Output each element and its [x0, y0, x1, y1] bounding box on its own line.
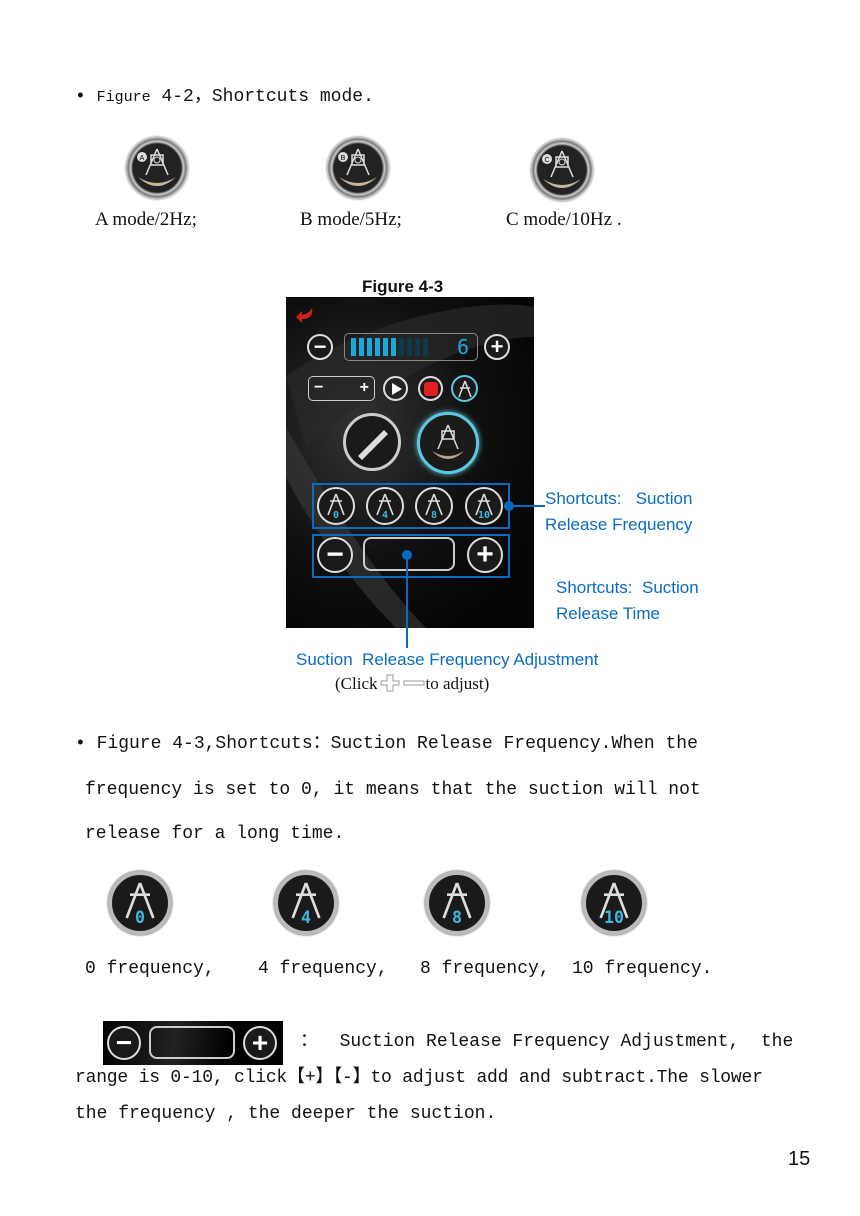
click-hint-prefix: (Click [335, 674, 378, 693]
frequency-shortcut-0-button[interactable]: 00 [317, 487, 355, 525]
caption-prefix: Figure [96, 89, 151, 106]
level-bar [367, 338, 372, 356]
suction-mode-button[interactable] [417, 412, 479, 474]
time-minus[interactable]: − [314, 379, 324, 396]
level-bar [391, 338, 396, 356]
level-display: 6 [344, 333, 478, 361]
level-minus-button[interactable]: − [307, 334, 333, 360]
page-number: 15 [788, 1148, 811, 1170]
play-button[interactable] [383, 376, 408, 401]
frequency-value-field [363, 537, 455, 571]
level-plus-button[interactable]: + [484, 334, 510, 360]
level-bar [407, 338, 412, 356]
svg-text:4: 4 [382, 510, 388, 521]
callout-time-line1: Shortcuts: Suction [556, 578, 699, 597]
time-plus[interactable]: + [359, 379, 369, 396]
level-value: 6 [456, 335, 469, 359]
suction-cup-icon [432, 424, 464, 459]
mode-c-icon: C [531, 139, 593, 201]
stop-button[interactable] [418, 376, 443, 401]
svg-text:B: B [341, 155, 346, 162]
play-icon [391, 382, 402, 395]
level-bar [351, 338, 356, 356]
click-hint-suffix: to adjust) [425, 674, 490, 693]
level-bar [399, 338, 404, 356]
paragraph-line: release for a long time. [85, 824, 345, 844]
frequency-adjust-highlight [312, 534, 510, 578]
figure-title: Figure 4-3 [362, 277, 444, 296]
callout-frequency-line1: Shortcuts: Suction [545, 489, 693, 508]
svg-text:C: C [544, 157, 549, 164]
paragraph-line: • Figure 4-3,Shortcuts：Suction Release F… [75, 734, 698, 754]
plus-icon: + [243, 1026, 277, 1060]
frequency-minus-button[interactable]: − [317, 537, 353, 573]
level-bar [375, 338, 380, 356]
level-bar [359, 338, 364, 356]
caption-text: 4-2，Shortcuts mode. [150, 87, 374, 107]
frequency-shortcuts-highlight [312, 483, 510, 529]
paragraph-line: frequency is set to 0, it means that the… [85, 780, 701, 800]
svg-text:10: 10 [604, 908, 624, 927]
mode-label: B mode/5Hz; [300, 209, 402, 230]
background-swoosh [286, 304, 534, 628]
frequency-adjust-control-image: − + [103, 1021, 283, 1065]
callout-line [510, 505, 545, 507]
stop-icon [423, 381, 438, 396]
svg-text:0: 0 [333, 510, 339, 521]
shortcut-mode-button[interactable] [451, 375, 478, 402]
frequency-label: 10 frequency. [572, 959, 713, 979]
value-field-icon [149, 1026, 235, 1059]
callout-dot [504, 501, 514, 511]
svg-text:0: 0 [135, 908, 145, 927]
svg-text:8: 8 [452, 908, 462, 927]
frequency-label: 4 frequency, [258, 959, 388, 979]
click-hint: (Click to adjust) [335, 673, 489, 695]
svg-text:A: A [140, 155, 145, 162]
svg-text:4: 4 [301, 908, 311, 927]
paragraph-line: range is 0-10, click【+】【-】to adjust add … [75, 1068, 763, 1088]
paragraph-line: ： Suction Release Frequency Adjustment, … [300, 1032, 794, 1052]
massage-tool-button[interactable] [343, 413, 401, 471]
frequency-10-icon: 10 [582, 871, 646, 935]
bullet: • [75, 87, 86, 107]
mode-label: A mode/2Hz; [95, 209, 197, 230]
svg-text:10: 10 [478, 510, 490, 521]
frequency-0-icon: 0 [108, 871, 172, 935]
frequency-shortcut-8-button[interactable]: 88 [415, 487, 453, 525]
figure-4-2-caption: • Figure 4-2，Shortcuts mode. [75, 86, 374, 109]
plus-outline-icon [380, 674, 399, 692]
frequency-shortcut-4-button[interactable]: 44 [366, 487, 404, 525]
frequency-label: 8 frequency, [420, 959, 550, 979]
time-adjust-box[interactable]: − + [308, 376, 375, 401]
callout-adjust: Suction Release Frequency Adjustment [296, 650, 599, 669]
mode-b-icon: B [327, 137, 389, 199]
callout-line [406, 556, 408, 648]
frequency-plus-button[interactable]: + [467, 537, 503, 573]
back-arrow-icon[interactable] [292, 305, 316, 325]
minus-outline-icon [403, 680, 424, 686]
callout-frequency-line2: Release Frequency [545, 515, 693, 534]
mode-a-icon: A [126, 137, 188, 199]
horn-tool-icon [358, 430, 388, 460]
frequency-8-icon: 8 [425, 871, 489, 935]
minus-icon: − [107, 1026, 141, 1060]
level-bar [415, 338, 420, 356]
level-bar [423, 338, 428, 356]
level-bar [383, 338, 388, 356]
suction-cup-icon [457, 380, 472, 397]
frequency-4-icon: 4 [274, 871, 338, 935]
svg-text:8: 8 [431, 510, 437, 521]
mode-label: C mode/10Hz . [506, 209, 622, 230]
callout-time-line2: Release Time [556, 604, 660, 623]
frequency-label: 0 frequency, [85, 959, 215, 979]
level-bars [351, 338, 428, 356]
callout-dot [402, 550, 412, 560]
paragraph-line: the frequency , the deeper the suction. [75, 1104, 497, 1124]
